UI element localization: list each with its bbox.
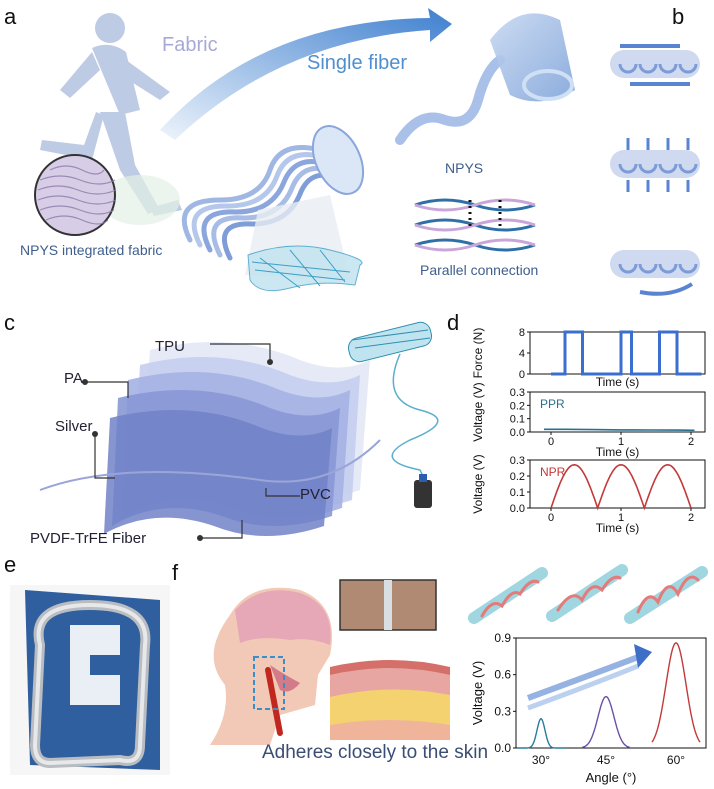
nanofiber-mesh (247, 245, 363, 292)
npys-integrated-label: NPYS integrated fabric (20, 242, 163, 258)
plot-d3-ytick-label: 0.1 (510, 487, 525, 499)
plot-d2-xtick-label: 0 (548, 436, 554, 448)
plot-f-peak-line (651, 642, 701, 743)
panel-e-photo (10, 585, 170, 775)
panel-b-fiber-strips (610, 44, 700, 296)
plot-d3-ytick-label: 0.0 (510, 503, 525, 515)
pvdf-label: PVDF-TrFE Fiber (30, 530, 147, 547)
plot-d2-xtick-label: 2 (688, 436, 694, 448)
plot-d3-ylabel: Voltage (V) (471, 454, 485, 513)
tpu-label: TPU (155, 338, 185, 355)
head-figure (210, 587, 332, 745)
plot-d3-series-name: NPR (540, 465, 566, 479)
panel-c-layers (39, 321, 439, 541)
plot-d2-ytick-label: 0.3 (510, 387, 525, 399)
panel-f-chart: 0.0 0.3 0.6 0.9 30° 45° 60° Angle (°) Voltage (V… (470, 631, 707, 785)
plot-d1-ytick-label: 0 (519, 369, 525, 381)
plot-f-ytick-label: 0.0 (494, 741, 511, 755)
skin-cross-section (330, 660, 450, 740)
plot-d3-xlabel: Time (s) (596, 521, 640, 535)
plot-d2-ylabel: Voltage (V) (471, 382, 485, 441)
panel-label-a: a (4, 4, 17, 29)
pa-label: PA (64, 370, 83, 387)
plot-f-xtick-label: 60° (667, 753, 685, 767)
skin-caption: Adheres closely to the skin (262, 742, 489, 763)
plot-f-ylabel: Voltage (V) (470, 661, 485, 725)
plot-d3-xtick-label: 0 (548, 512, 554, 524)
plot-d3-xtick-label: 1 (618, 512, 624, 524)
plot-d2-series-name: PPR (540, 397, 565, 411)
panel-label-e: e (4, 552, 17, 577)
logo-shape (70, 625, 120, 705)
plot-f-xtick-label: 45° (597, 753, 615, 767)
panel-label-b: b (672, 4, 685, 29)
layer-stack (104, 342, 370, 536)
fiber-end-cone (490, 13, 575, 102)
panel-label-c: c (4, 310, 15, 335)
plot-d1-frame (529, 331, 706, 375)
plot-d1-ytick-label: 8 (519, 327, 525, 339)
plot-d2-series-line (544, 428, 695, 432)
plot-d1-xlabel: Time (s) (596, 375, 640, 389)
panel-label-d: d (447, 310, 460, 335)
single-fiber-twist (395, 55, 505, 145)
plot-f-ytick-label: 0.6 (494, 668, 511, 682)
silver-label: Silver (55, 418, 93, 435)
fabric-label: Fabric (162, 34, 218, 56)
pvc-label: PVC (300, 486, 331, 503)
plot-f-trend-arrow-2 (527, 663, 639, 711)
npys-label: NPYS (445, 160, 484, 176)
plot-d2-ytick-label: 0.0 (510, 427, 525, 439)
plot-d1-ytick-label: 4 (519, 348, 525, 360)
plot-d2-frame (529, 391, 706, 433)
panel-label-f: f (172, 560, 179, 585)
plot-d1-series-line (551, 330, 702, 376)
plot-d2-ytick-label: 0.1 (510, 414, 525, 426)
plot-d3-ytick-label: 0.2 (510, 471, 525, 483)
plot-d3-xtick-label: 2 (688, 512, 694, 524)
plot-f-ytick-label: 0.9 (494, 631, 511, 645)
parallel-strands (414, 198, 536, 252)
parallel-connection-label: Parallel connection (420, 262, 539, 278)
plot-f-peak-line (517, 717, 565, 749)
twisted-fibers (468, 564, 708, 624)
plot-d3-frame (529, 459, 706, 509)
fabric-zoom-circle (34, 154, 117, 236)
plot-d2-xlabel: Time (s) (596, 445, 640, 459)
plot-f-arrow-head (634, 644, 652, 668)
fiber-device (347, 321, 439, 508)
plot-d1-ylabel: Force (N) (471, 328, 485, 379)
plot-f-peak-line (581, 695, 631, 749)
plot-d2-ytick-label: 0.2 (510, 400, 525, 412)
single-fiber-label: Single fiber (307, 52, 408, 74)
plot-f-xlabel: Angle (°) (586, 770, 637, 785)
plot-d3-ytick-label: 0.3 (510, 455, 525, 467)
plot-d2-xtick-label: 1 (618, 436, 624, 448)
plot-f-trend-arrow (526, 653, 643, 701)
panel-a-illustration (34, 8, 700, 296)
panel-f-illustration (210, 579, 450, 745)
plot-f-xtick-label: 30° (532, 753, 550, 767)
plot-f-ytick-label: 0.3 (494, 704, 511, 718)
plot-d3-series-line (550, 463, 692, 511)
plot-f-frame (515, 637, 707, 749)
flow-arrow (160, 8, 452, 140)
